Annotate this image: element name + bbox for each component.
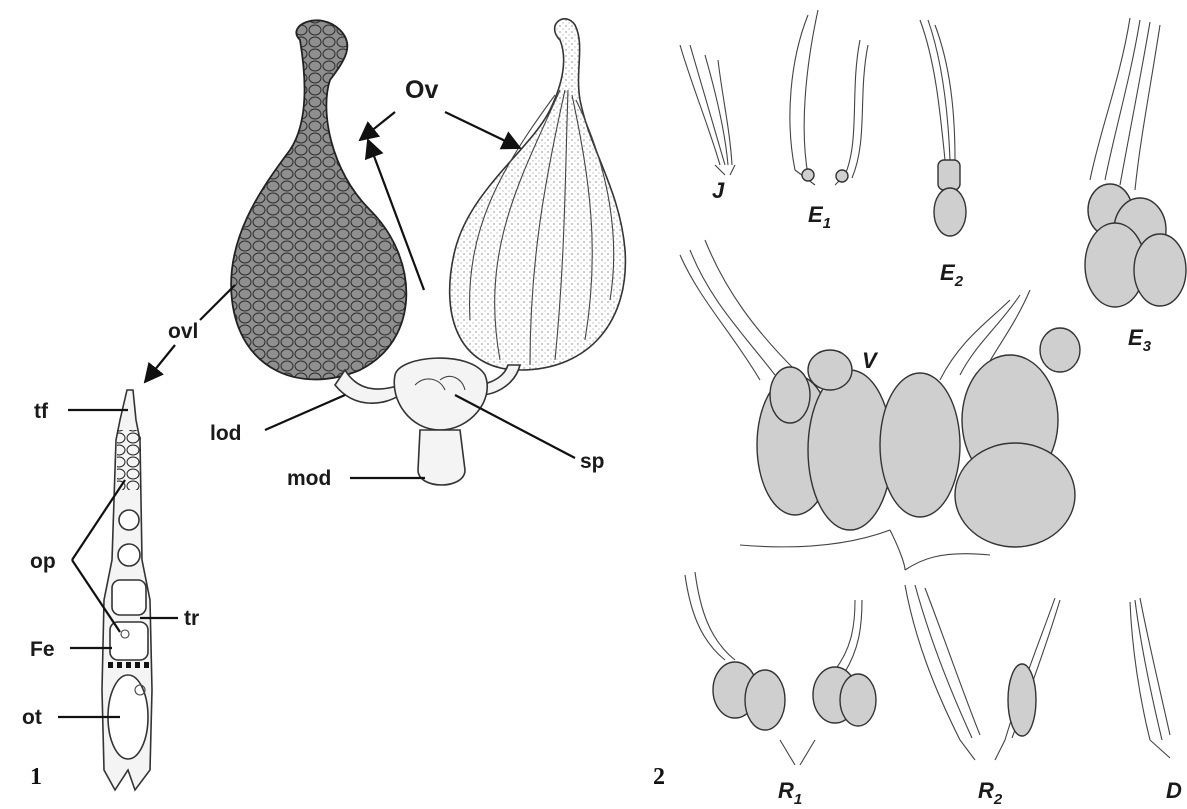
stage-e2-drawing	[920, 20, 966, 236]
label-tf: tf	[34, 400, 49, 423]
stage-r2-drawing	[905, 585, 1060, 760]
stage-e1-drawing	[790, 10, 868, 185]
panel-2: J E1 E2 E3 V R1 R2 D 2	[653, 10, 1186, 808]
stage-label-e1: E1	[808, 202, 831, 232]
panel-number-2: 2	[653, 764, 665, 790]
label-sp: sp	[580, 450, 605, 473]
label-op: op	[30, 550, 56, 573]
stage-label-e3: E3	[1128, 325, 1152, 355]
stage-label-r1: R1	[778, 778, 802, 808]
label-ov: Ov	[405, 76, 438, 104]
stage-label-d: D	[1166, 778, 1182, 803]
stage-v-drawing	[680, 240, 1080, 570]
stage-j-drawing	[680, 45, 735, 175]
stage-e3-drawing	[1085, 18, 1186, 307]
label-ovl: ovl	[168, 320, 198, 343]
left-ovary	[231, 20, 406, 379]
label-tr: tr	[184, 607, 199, 630]
right-ovary	[450, 19, 626, 370]
label-mod: mod	[287, 467, 331, 490]
stage-r1-drawing	[685, 572, 876, 765]
stage-label-v: V	[862, 348, 879, 373]
stage-label-j: J	[712, 178, 725, 203]
stage-label-e2: E2	[940, 260, 964, 290]
stage-label-r2: R2	[978, 778, 1003, 808]
oviduct-complex	[335, 358, 520, 485]
label-lod: lod	[210, 422, 242, 445]
label-ot: ot	[22, 706, 42, 729]
stage-d-drawing	[1130, 598, 1170, 758]
ovariole	[102, 390, 152, 790]
panel-1: Ov ovl lod mod sp tf op tr Fe ot 1	[22, 19, 625, 790]
panel-number-1: 1	[30, 764, 42, 790]
label-fe: Fe	[30, 638, 55, 661]
